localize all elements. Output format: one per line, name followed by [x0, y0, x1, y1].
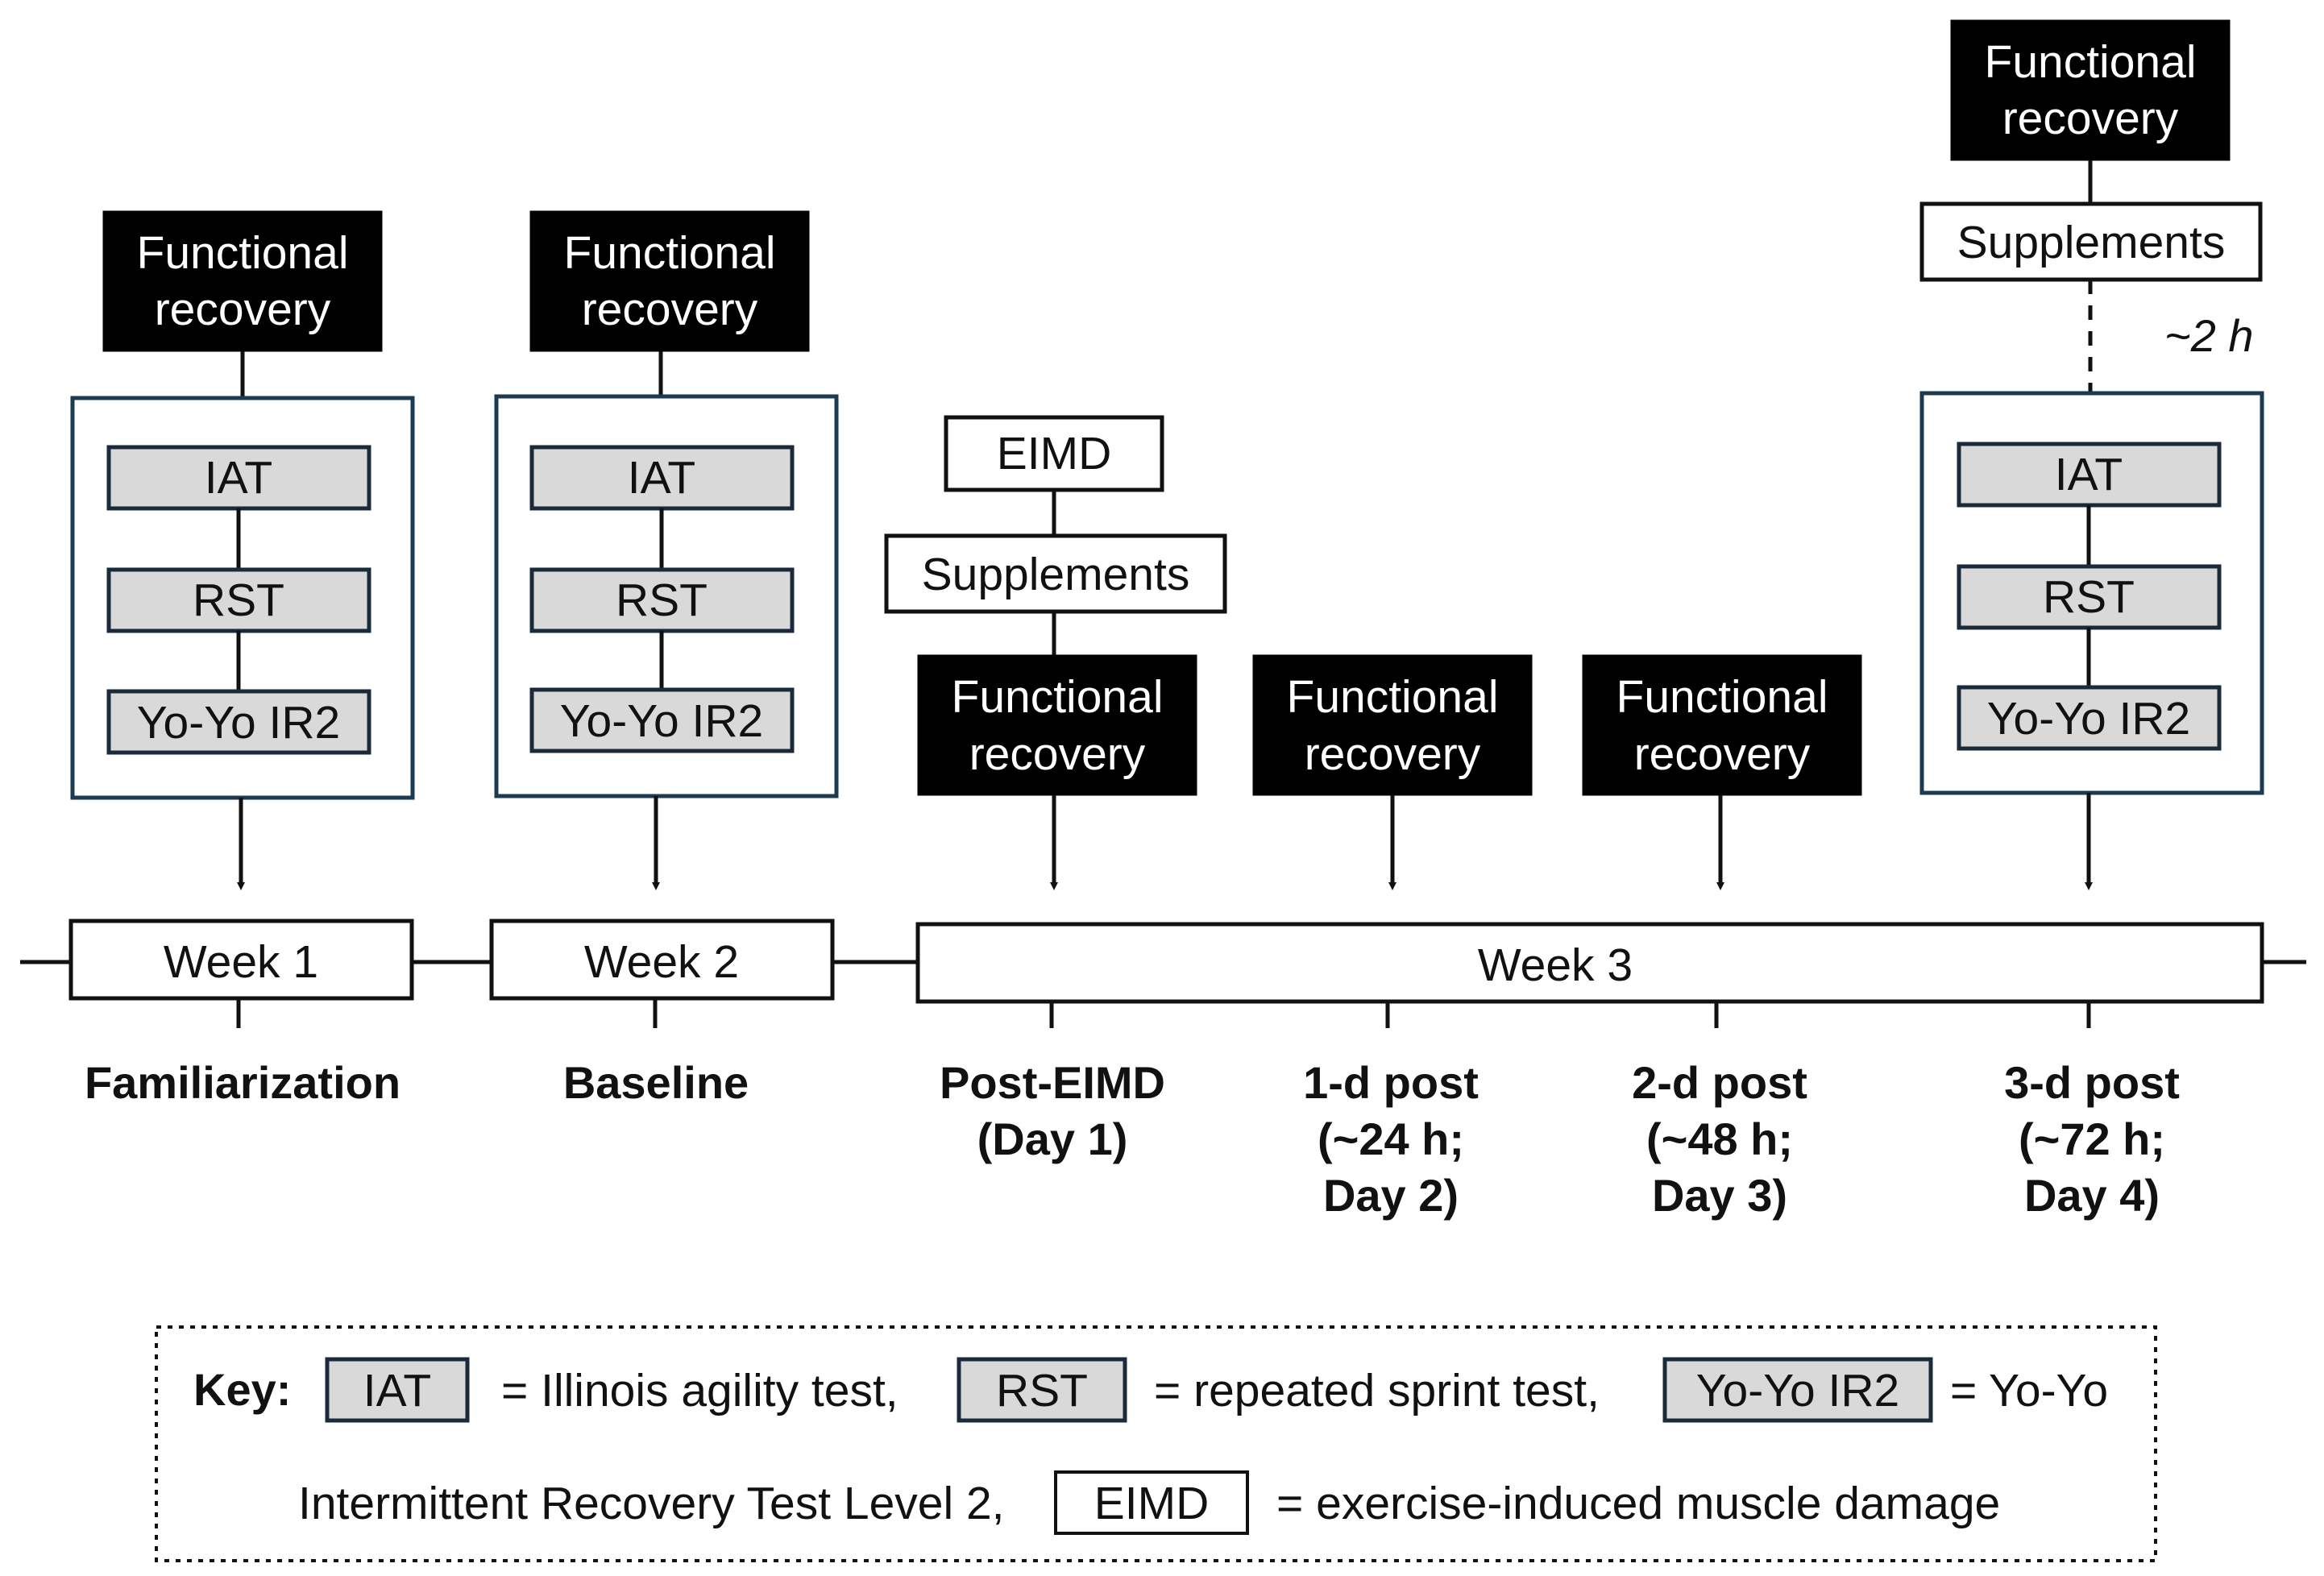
familiarization-label: Familiarization: [85, 1057, 400, 1108]
key-rst-definition: = repeated sprint test,: [1154, 1365, 1600, 1416]
key-iat-definition: = Illinois agility test,: [501, 1365, 898, 1416]
functional-recovery-box-4: [1252, 654, 1533, 796]
supplements-label: Supplements: [922, 549, 1190, 600]
key-eimd-label: EIMD: [1094, 1478, 1210, 1529]
phase-labels: Familiarization Baseline Post-EIMD (Day …: [85, 1057, 2180, 1221]
3d-post-label: Day 4): [2024, 1170, 2160, 1221]
rst-box: [1957, 564, 2222, 630]
functional-recovery-label: recovery: [582, 284, 758, 335]
post-eimd-label: (Day 1): [977, 1114, 1128, 1164]
rst-label: RST: [616, 574, 708, 626]
key-yoyo-swatch: [1662, 1357, 1933, 1423]
functional-recovery-label: recovery: [1634, 728, 1811, 780]
key-legend: Key: IAT = Illinois agility test, RST = …: [155, 1325, 2157, 1562]
functional-recovery-label: recovery: [155, 284, 331, 335]
key-eimd-swatch: [1054, 1470, 1249, 1535]
key-yoyo-definition-cont: Intermittent Recovery Test Level 2,: [298, 1478, 1005, 1529]
2d-post-label: (~48 h;: [1646, 1114, 1793, 1164]
key-title: Key:: [193, 1364, 291, 1415]
key-rst-label: RST: [996, 1365, 1088, 1416]
2d-post-label: 2-d post: [1632, 1057, 1807, 1108]
week1-label: Week 1: [164, 936, 318, 988]
two-hour-label: ~2 h: [2164, 310, 2254, 361]
functional-recovery-label: Functional: [137, 227, 349, 279]
key-iat-swatch: [325, 1357, 470, 1423]
iat-box: [529, 445, 795, 511]
iat-label: IAT: [628, 452, 695, 504]
key-yoyo-label: Yo-Yo IR2: [1696, 1365, 1900, 1416]
column-3d-post: Functional recovery Supplements ~2 h IAT…: [1919, 19, 2264, 890]
week3-label: Week 3: [1478, 939, 1633, 991]
3d-post-label: (~72 h;: [2019, 1114, 2165, 1164]
timeline: Week 1 Week 2 Week 3: [20, 919, 2306, 1028]
yoyo-label: Yo-Yo IR2: [137, 697, 341, 749]
iat-label: IAT: [2055, 449, 2123, 500]
functional-recovery-label: Functional: [1616, 671, 1828, 723]
rst-label: RST: [2043, 571, 2135, 623]
yoyo-box: [1957, 685, 2222, 751]
week2-box: [489, 919, 835, 1001]
functional-recovery-label: Functional: [1985, 36, 2197, 88]
3d-post-label: 3-d post: [2004, 1057, 2180, 1108]
baseline-label: Baseline: [563, 1057, 749, 1108]
functional-recovery-box-3: [917, 654, 1197, 796]
column-post-eimd: EIMD Supplements Functional recovery: [884, 415, 1227, 890]
eimd-label: EIMD: [997, 428, 1112, 479]
functional-recovery-box-6: [1950, 19, 2231, 161]
key-iat-label: IAT: [363, 1365, 431, 1416]
1d-post-label: 1-d post: [1303, 1057, 1479, 1108]
rst-box: [106, 567, 371, 633]
functional-recovery-box-1: [102, 210, 383, 352]
2d-post-label: Day 3): [1652, 1170, 1787, 1221]
functional-recovery-label: Functional: [564, 227, 776, 279]
week1-box: [68, 919, 414, 1001]
yoyo-label: Yo-Yo IR2: [1987, 693, 2191, 744]
functional-recovery-label: Functional: [952, 671, 1164, 723]
rst-label: RST: [193, 574, 284, 626]
yoyo-box: [106, 689, 371, 755]
column-baseline: Functional recovery IAT RST Yo-Yo IR2: [494, 210, 839, 890]
column-1d-post: Functional recovery: [1252, 654, 1533, 890]
1d-post-label: (~24 h;: [1318, 1114, 1464, 1164]
functional-recovery-box-2: [529, 210, 810, 352]
functional-recovery-label: Functional: [1287, 671, 1499, 723]
key-yoyo-definition: = Yo-Yo: [1950, 1365, 2108, 1416]
functional-recovery-label: recovery: [2002, 93, 2179, 144]
iat-box: [1957, 442, 2222, 508]
functional-recovery-box-5: [1582, 654, 1862, 796]
key-eimd-definition: = exercise-induced muscle damage: [1276, 1478, 2000, 1529]
1d-post-label: Day 2): [1323, 1170, 1459, 1221]
yoyo-label: Yo-Yo IR2: [560, 695, 764, 747]
functional-recovery-label: recovery: [969, 728, 1146, 780]
week2-label: Week 2: [584, 936, 739, 988]
iat-label: IAT: [205, 452, 272, 504]
post-eimd-label: Post-EIMD: [940, 1057, 1165, 1108]
supplements-box: [884, 533, 1227, 614]
supplements-label: Supplements: [1957, 217, 2226, 268]
week3-box: [915, 922, 2264, 1004]
column-2d-post: Functional recovery: [1582, 654, 1862, 890]
column-familiarization: Functional recovery IAT RST Yo-Yo IR2: [70, 210, 415, 890]
functional-recovery-label: recovery: [1305, 728, 1481, 780]
key-rst-swatch: [957, 1357, 1127, 1423]
yoyo-box: [529, 687, 795, 753]
